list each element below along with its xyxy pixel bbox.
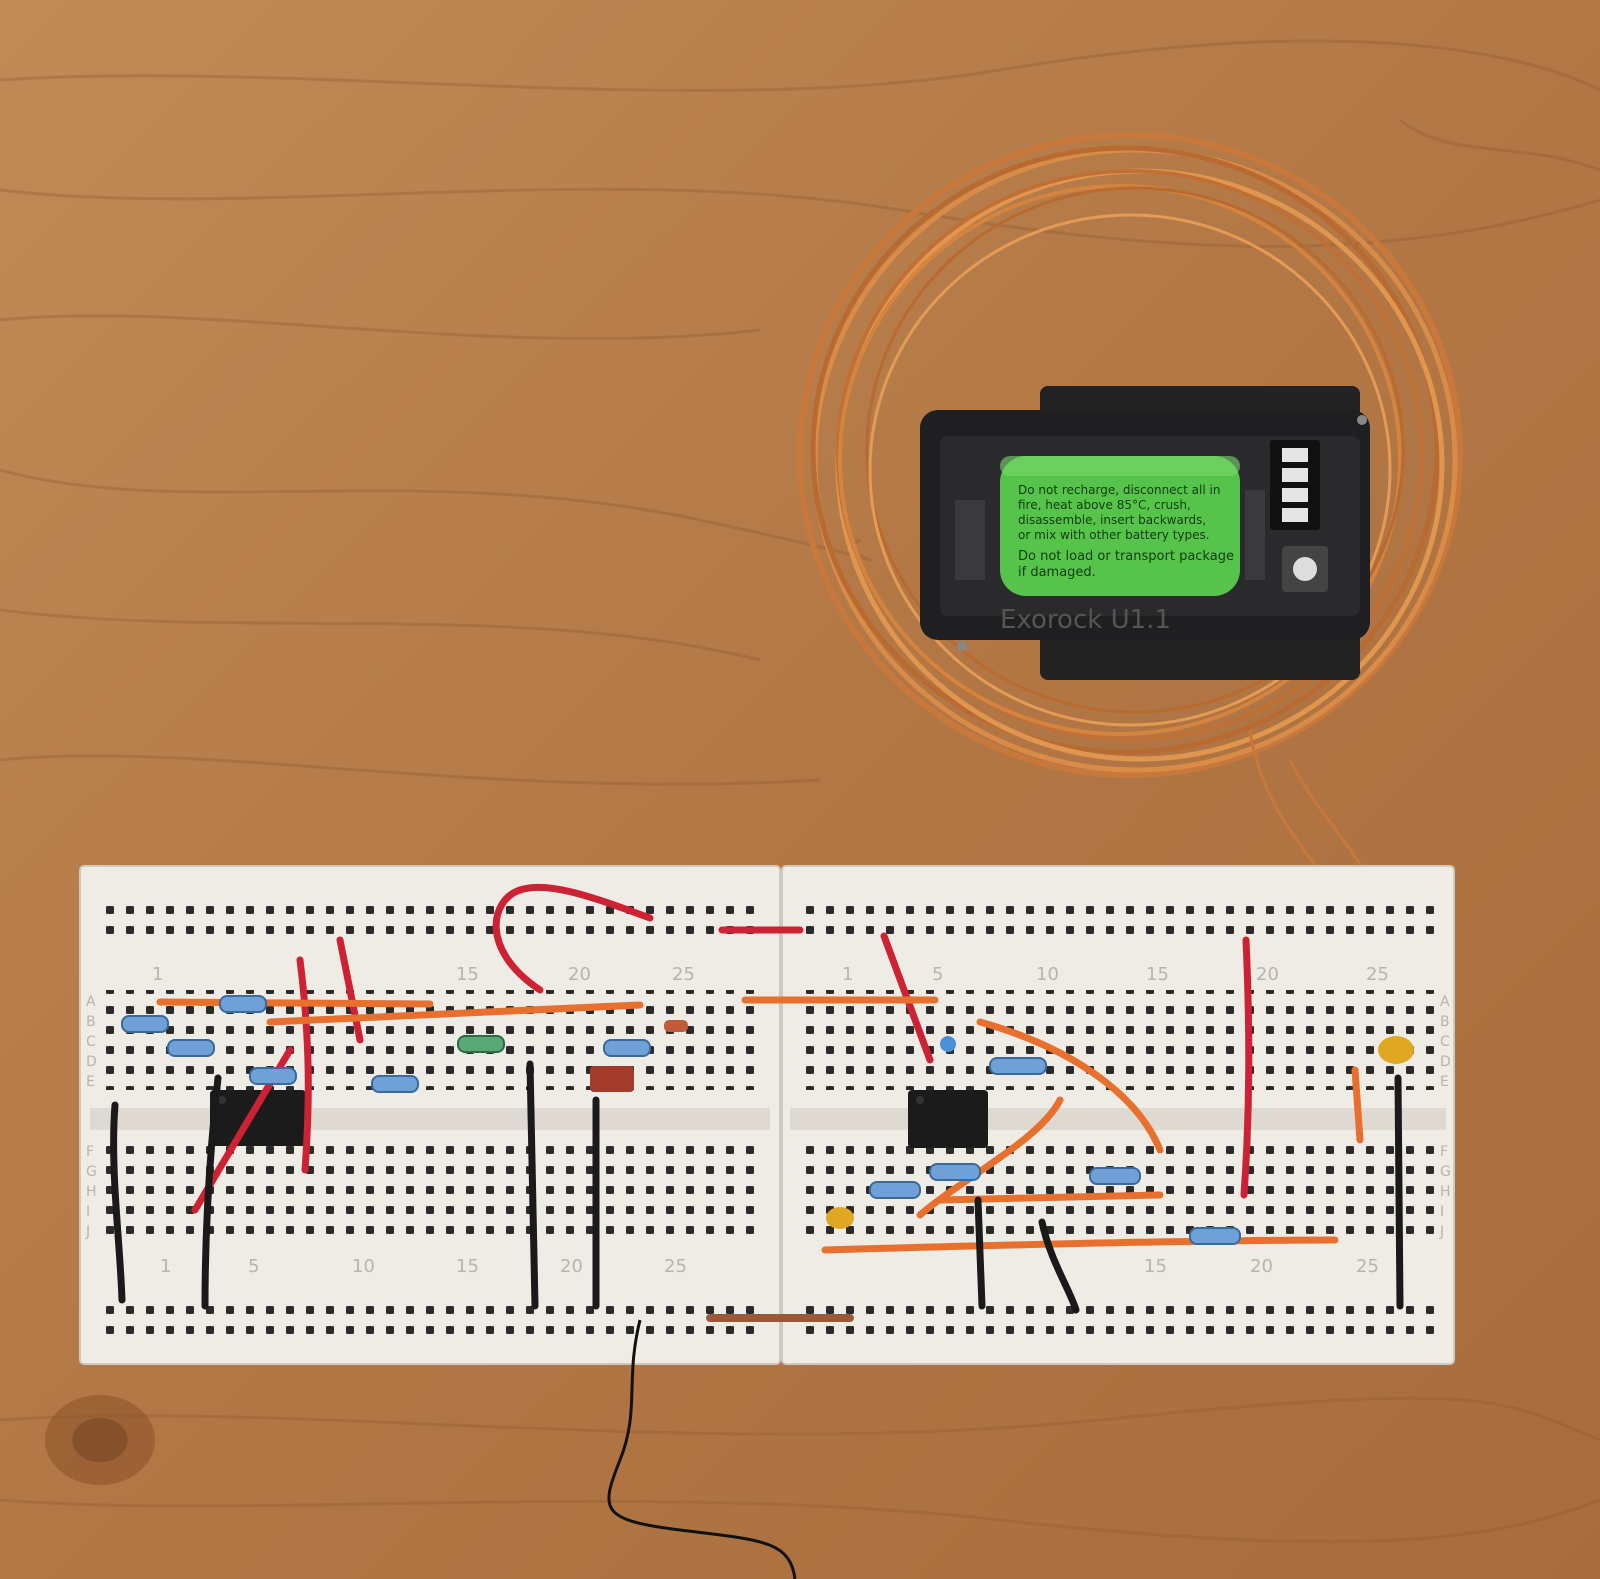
- film-capacitor: [590, 1066, 634, 1092]
- battery-label-line-1: fire, heat above 85°C, crush,: [1018, 498, 1191, 512]
- right-col-number-3: 15: [1146, 964, 1169, 985]
- right-col-number-0: 1: [842, 964, 853, 985]
- left-row-letter-h: H: [86, 1184, 97, 1200]
- battery-label-line-3: or mix with other battery types.: [1018, 528, 1210, 542]
- left-row-letter-c: C: [86, 1034, 96, 1050]
- wood-grain: [0, 39, 1600, 1544]
- right-col-number-1: 5: [932, 964, 943, 985]
- left-row-letter-e: E: [86, 1074, 95, 1090]
- battery-label-line-2: disassemble, insert backwards,: [1018, 513, 1206, 527]
- left-bottom-col-number-2: 10: [352, 1256, 375, 1277]
- green-battery: [1000, 456, 1240, 596]
- left-bottom-col-number-1: 5: [248, 1256, 259, 1277]
- right-row-letter-f: F: [1440, 1144, 1448, 1160]
- right-bottom-col-number-2: 25: [1356, 1256, 1379, 1277]
- right-bottom-col-number-1: 20: [1250, 1256, 1273, 1277]
- battery-label-line-0: Do not recharge, disconnect all in: [1018, 483, 1220, 497]
- left-row-letter-b: B: [86, 1014, 96, 1030]
- diode: [664, 1020, 688, 1032]
- right-row-letter-b: B: [1440, 1014, 1450, 1030]
- small-blue-capacitor: [940, 1036, 956, 1052]
- right-col-number-5: 25: [1366, 964, 1389, 985]
- left-row-letter-i: I: [86, 1204, 90, 1220]
- left-row-letter-f: F: [86, 1144, 94, 1160]
- left-bottom-col-number-5: 25: [664, 1256, 687, 1277]
- left-bottom-col-number-3: 15: [456, 1256, 479, 1277]
- ic-chip-right: [908, 1090, 988, 1148]
- left-row-letter-a: A: [86, 994, 96, 1010]
- battery-holder: [920, 386, 1370, 680]
- left-bottom-col-number-0: 1: [160, 1256, 171, 1277]
- right-row-letter-c: C: [1440, 1034, 1450, 1050]
- right-row-letter-j: J: [1439, 1224, 1444, 1240]
- black-jumper-wires: [110, 1060, 1404, 1314]
- right-col-number-2: 10: [1036, 964, 1059, 985]
- right-row-letter-i: I: [1440, 1204, 1444, 1220]
- right-col-number-4: 20: [1256, 964, 1279, 985]
- left-col-number-0: 1: [152, 964, 163, 985]
- ceramic-capacitor-right: [1378, 1036, 1414, 1064]
- dip-switch[interactable]: [1270, 440, 1320, 530]
- resistors: [121, 995, 1241, 1245]
- left-bottom-col-number-4: 20: [560, 1256, 583, 1277]
- battery-label-line-5: if damaged.: [1018, 565, 1096, 580]
- left-col-number-2: 20: [568, 964, 591, 985]
- right-row-letter-a: A: [1440, 994, 1450, 1010]
- orange-jumper-wires: [156, 996, 1364, 1254]
- left-row-letter-j: J: [85, 1224, 90, 1240]
- left-row-letter-g: G: [86, 1164, 97, 1180]
- right-row-letter-d: D: [1440, 1054, 1451, 1070]
- wood-knot-inner: [72, 1418, 128, 1462]
- copper-wire-coil: [797, 132, 1463, 778]
- right-row-letter-e: E: [1440, 1074, 1449, 1090]
- ceramic-capacitor-left: [826, 1207, 854, 1229]
- left-breadboard: [79, 865, 781, 1365]
- right-bottom-col-number-0: 15: [1144, 1256, 1167, 1277]
- left-col-number-3: 25: [672, 964, 695, 985]
- right-row-letter-h: H: [1440, 1184, 1451, 1200]
- black-lead-wire: [607, 1319, 797, 1579]
- left-col-number-1: 15: [456, 964, 479, 985]
- holder-label: Exorock U1.1: [1000, 605, 1171, 635]
- right-row-letter-g: G: [1440, 1164, 1451, 1180]
- battery-label-line-4: Do not load or transport package: [1018, 549, 1234, 564]
- ic-chip-left: [210, 1090, 306, 1146]
- left-row-letter-d: D: [86, 1054, 97, 1070]
